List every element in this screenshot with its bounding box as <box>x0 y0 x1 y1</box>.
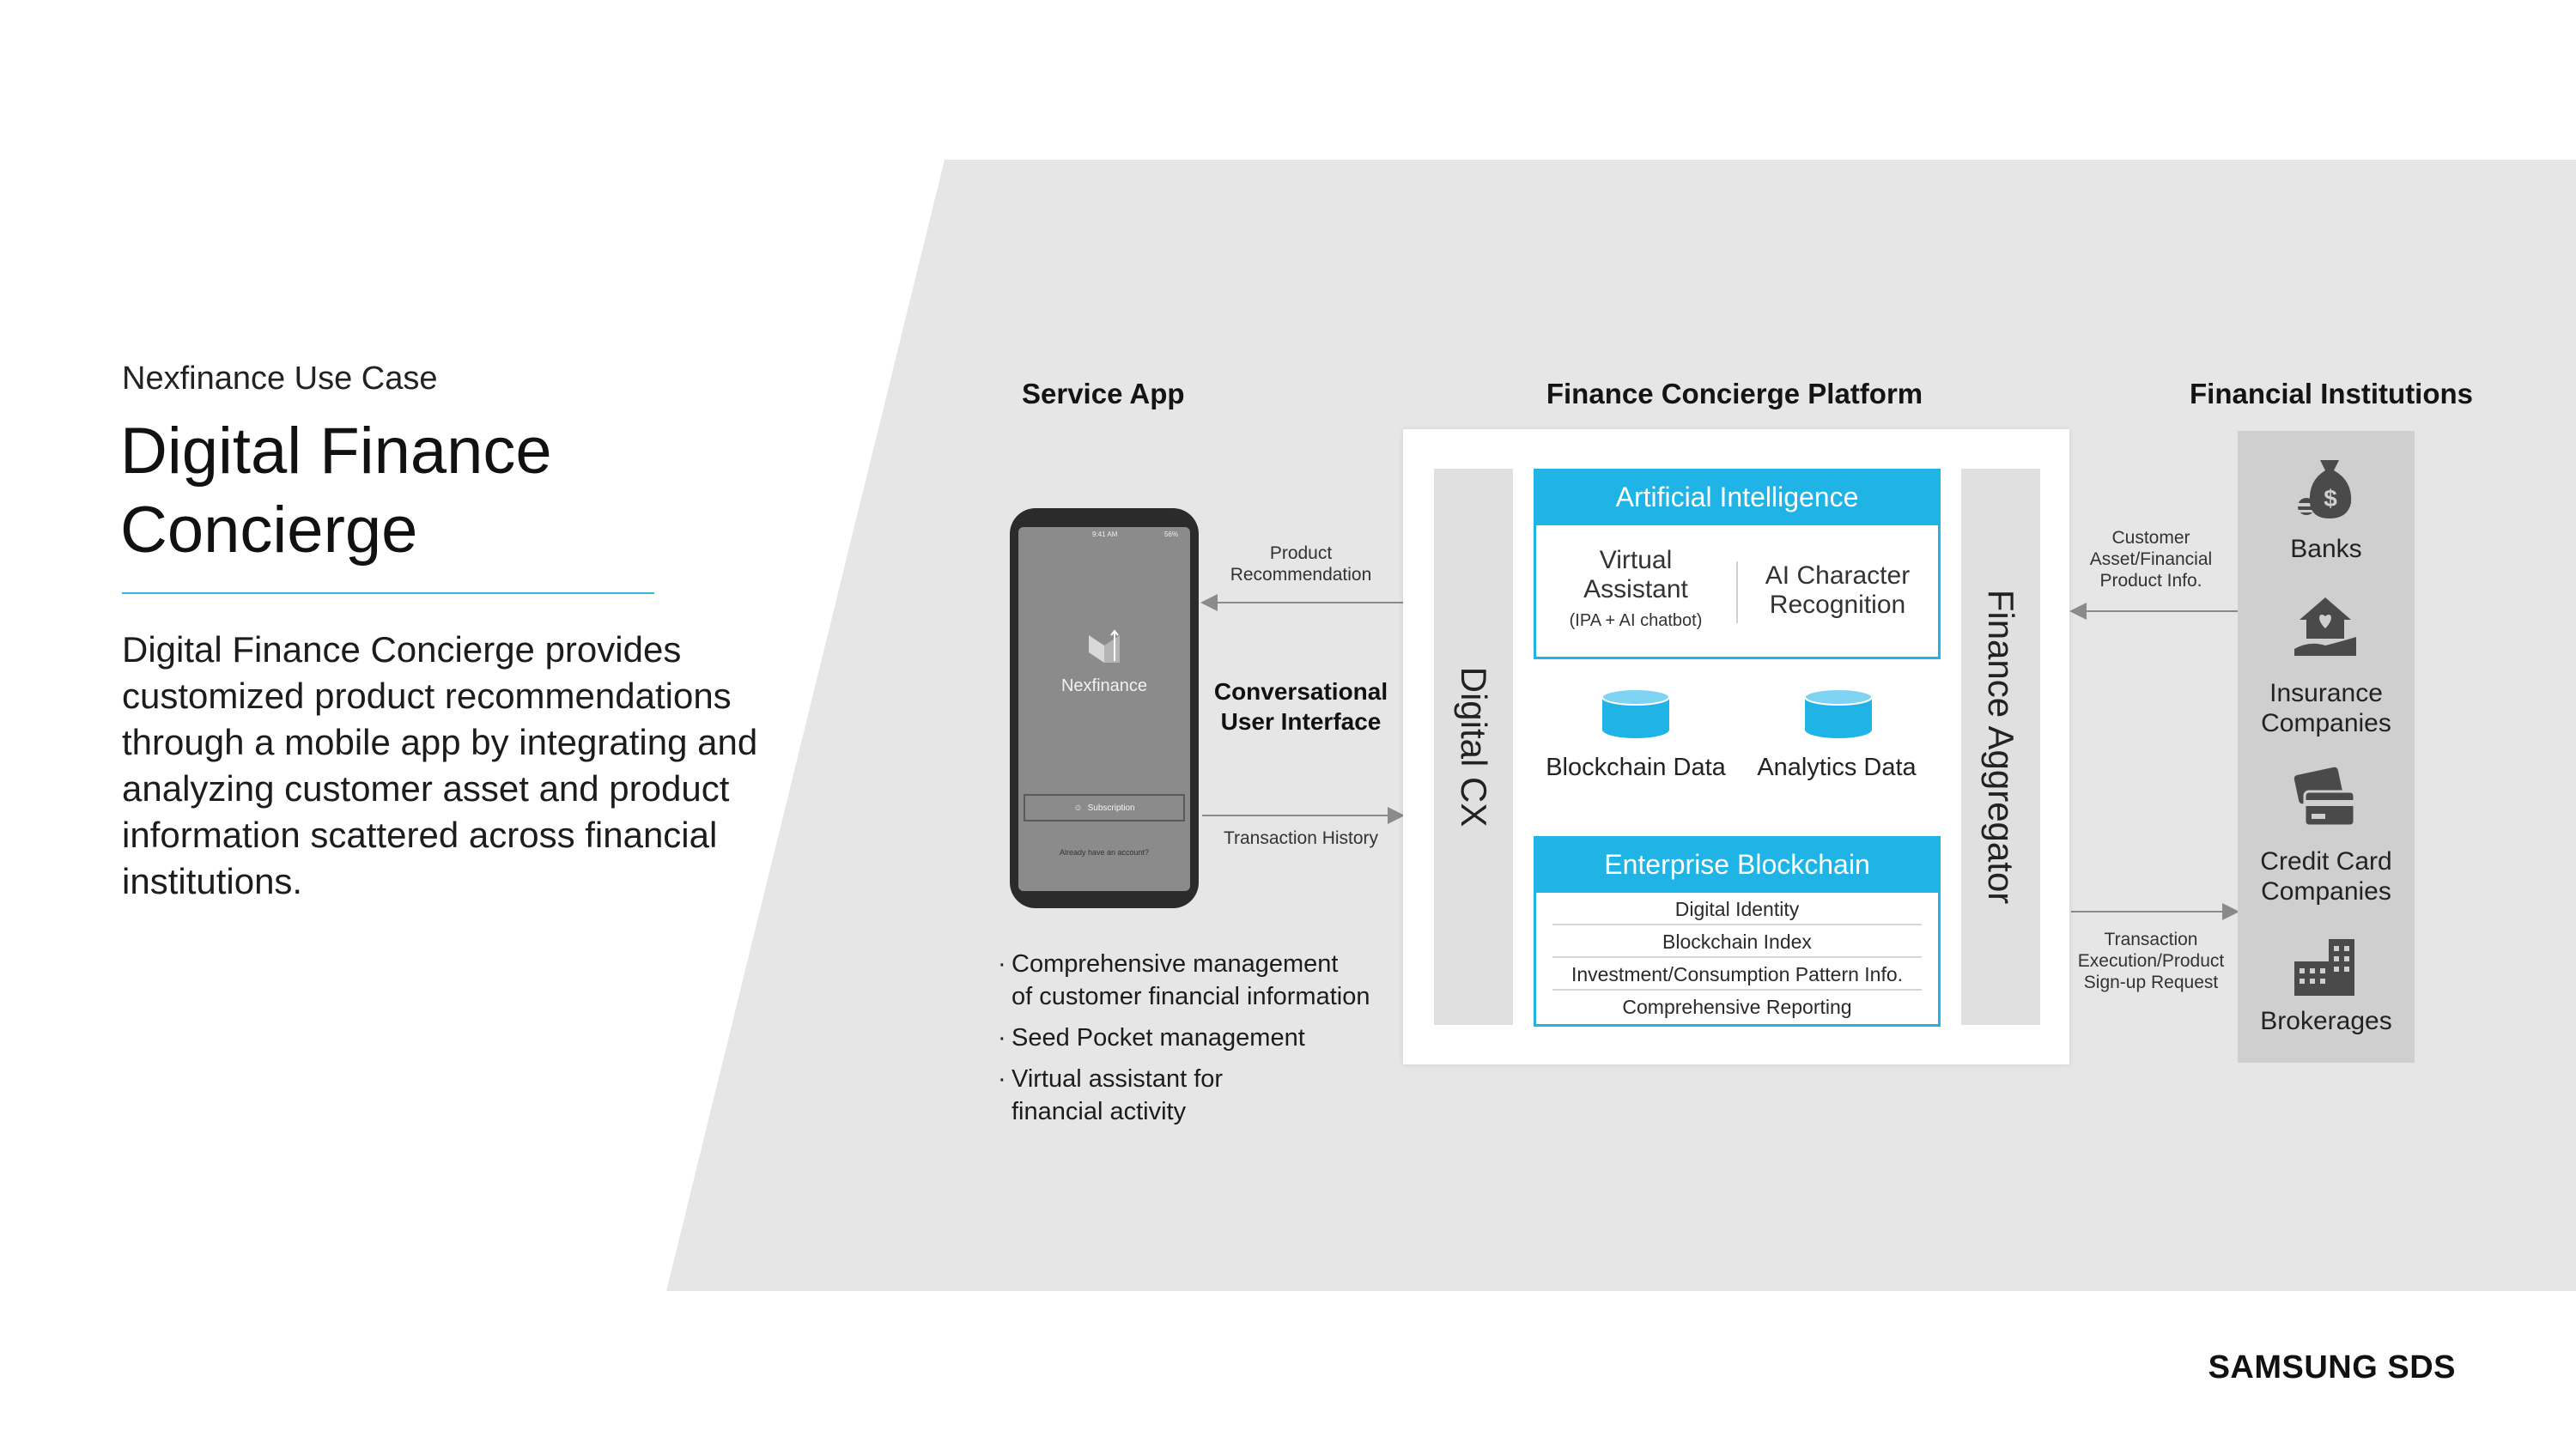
institution-label-insurance: Insurance Companies <box>2261 679 2391 737</box>
credit-card-icon <box>2293 767 2356 828</box>
institution-label-brokerages: Brokerages <box>2260 1007 2392 1035</box>
list-item: Investment/Consumption Pattern Info. <box>1552 958 1922 991</box>
bullet-item: ·Virtual assistant for financial activit… <box>998 1063 1401 1128</box>
finance-aggregator-label: Finance Aggregator <box>1981 589 2021 905</box>
page-description: Digital Finance Concierge provides custo… <box>122 629 758 901</box>
institution-label-credit-card: Credit Card Companies <box>2260 847 2392 906</box>
section-header-institutions: Financial Institutions <box>2190 378 2474 409</box>
analytics-data-label: Analytics Data <box>1757 754 1917 781</box>
house-hand-icon <box>2294 597 2356 656</box>
bullet-text-continued: financial activity <box>1012 1098 1187 1125</box>
bullet-text: Seed Pocket management <box>1012 1024 1305 1052</box>
phone-screen <box>1018 527 1190 891</box>
section-header-service-app: Service App <box>1022 378 1185 409</box>
label-transaction-execution: Transaction Execution/Product Sign-up Re… <box>2077 930 2225 992</box>
phone-subscription-label: Subscription <box>1087 803 1135 813</box>
phone-account-link[interactable]: Already have an account? <box>1059 848 1150 857</box>
database-icon <box>1804 688 1873 738</box>
phone-subscription-button[interactable]: ☺ Subscription <box>1024 794 1185 822</box>
phone-app-name: Nexfinance <box>1060 676 1148 695</box>
eyebrow-text: Nexfinance Use Case <box>122 361 438 397</box>
user-icon: ☺ <box>1073 803 1083 813</box>
ai-module-divider <box>1736 561 1738 623</box>
finance-aggregator-bar: Finance Aggregator <box>1961 469 2040 1025</box>
bullet-item: ·Comprehensive management of customer fi… <box>998 948 1401 1013</box>
institution-label-banks: Banks <box>2290 535 2362 563</box>
character-recognition-label: AI Character Recognition <box>1765 561 1911 619</box>
phone-status-battery: 56% <box>1163 530 1178 538</box>
brand-logo: SAMSUNG SDS <box>2208 1349 2456 1385</box>
label-conversational-ui: Conversational User Interface <box>1213 678 1388 735</box>
bullet-text: Virtual assistant for <box>1012 1065 1224 1093</box>
list-item: Comprehensive Reporting <box>1622 996 1852 1018</box>
blockchain-data-label: Blockchain Data <box>1546 754 1726 781</box>
title-divider <box>122 592 654 594</box>
enterprise-blockchain-header: Enterprise Blockchain <box>1534 836 1941 893</box>
bullet-text: Comprehensive management <box>1012 950 1339 978</box>
bullet-item: ·Seed Pocket management <box>998 1024 1305 1052</box>
phone-status-bar: 9:41 AM 56% <box>1018 529 1190 541</box>
virtual-assistant-sublabel: (IPA + AI chatbot) <box>1569 611 1703 630</box>
database-icon <box>1601 688 1670 738</box>
list-item: Blockchain Index <box>1552 925 1922 958</box>
virtual-assistant-label: Virtual Assistant <box>1583 546 1688 603</box>
building-icon <box>2294 939 2354 996</box>
money-bag-icon: $ <box>2298 460 2352 518</box>
section-header-platform: Finance Concierge Platform <box>1546 378 1923 409</box>
page-title: Digital Finance Concierge <box>120 415 552 567</box>
digital-cx-label: Digital CX <box>1454 666 1494 828</box>
label-customer-asset: Customer Asset/Financial Product Info. <box>2089 528 2213 591</box>
nexfinance-logo-icon <box>1089 629 1120 663</box>
phone-status-time: 9:41 AM <box>1092 530 1118 538</box>
ai-module-header: Artificial Intelligence <box>1534 469 1941 525</box>
institutions-column <box>2238 431 2415 1063</box>
list-item: Digital Identity <box>1552 893 1922 925</box>
label-transaction-history: Transaction History <box>1223 828 1379 848</box>
svg-text:$: $ <box>2324 485 2337 512</box>
digital-cx-bar: Digital CX <box>1434 469 1513 1025</box>
label-product-recommendation: Product Recommendation <box>1230 543 1372 585</box>
bullet-text-continued: of customer financial information <box>1012 983 1370 1010</box>
enterprise-blockchain-list: Digital Identity Blockchain Index Invest… <box>1552 893 1922 1023</box>
